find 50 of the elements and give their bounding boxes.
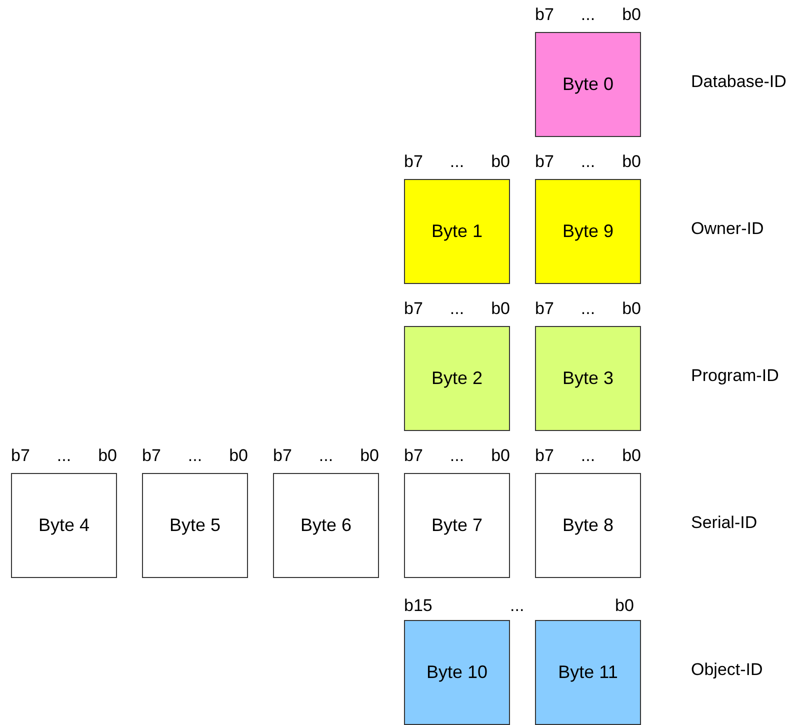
bit-label: ... [188, 446, 202, 466]
byte-box: Byte 7 [404, 473, 510, 578]
bit-label: ... [318, 446, 334, 466]
bit-label: ... [580, 152, 596, 172]
byte-box: Byte 0 [535, 32, 641, 137]
byte-box: Byte 8 [535, 473, 641, 578]
bit-label: b0 [98, 446, 117, 466]
field-label: Owner-ID [691, 219, 764, 239]
byte-box: Byte 10 [404, 620, 510, 725]
bit-label: b7 [535, 152, 554, 172]
bit-label: ... [56, 446, 72, 466]
bit-label: b7 [535, 446, 554, 466]
bit-label: b0 [360, 446, 379, 466]
field-label: Serial-ID [691, 513, 758, 533]
bit-label: b0 [491, 299, 510, 319]
bit-label: b0 [622, 299, 641, 319]
byte-box: Byte 4 [11, 473, 117, 578]
bit-label: b0 [622, 5, 641, 25]
bit-label: b0 [622, 152, 641, 172]
bit-label: b7 [404, 152, 423, 172]
bit-label: b7 [11, 446, 30, 466]
field-label: Program-ID [691, 366, 779, 386]
field-label: b0 [615, 596, 634, 616]
bit-label: b7 [535, 299, 554, 319]
byte-box: Byte 5 [142, 473, 248, 578]
byte-box: Byte 1 [404, 179, 510, 284]
field-label: b15 [404, 596, 432, 616]
field-label: ... [510, 596, 524, 616]
byte-box: Byte 3 [535, 326, 641, 431]
bit-label: b0 [491, 152, 510, 172]
bit-label: ... [580, 446, 596, 466]
bit-label: ... [450, 152, 464, 172]
field-label: Object-ID [691, 660, 763, 680]
bit-label: ... [580, 299, 596, 319]
bit-label: b7 [535, 5, 554, 25]
bit-label: b7 [142, 446, 161, 466]
byte-box: Byte 6 [273, 473, 379, 578]
bit-label: b7 [404, 299, 423, 319]
bit-label: b0 [229, 446, 248, 466]
byte-box: Byte 2 [404, 326, 510, 431]
byte-box: Byte 11 [535, 620, 641, 725]
bit-label: ... [580, 5, 596, 25]
byte-box: Byte 9 [535, 179, 641, 284]
bit-label: ... [450, 446, 464, 466]
bit-label: b7 [273, 446, 292, 466]
bit-label: b7 [404, 446, 423, 466]
field-label: Database-ID [691, 72, 786, 92]
bit-label: ... [450, 299, 464, 319]
bit-label: b0 [622, 446, 641, 466]
bit-label: b0 [491, 446, 510, 466]
